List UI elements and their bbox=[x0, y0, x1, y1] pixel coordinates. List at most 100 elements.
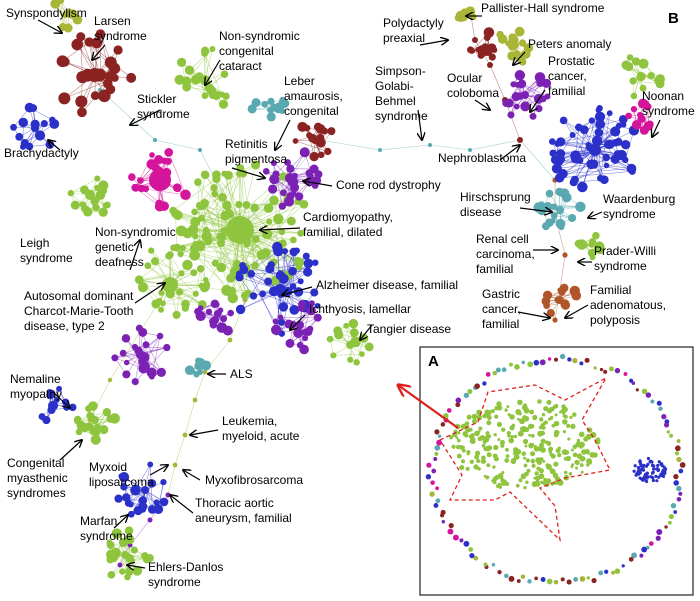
network-node bbox=[182, 432, 188, 438]
network-node bbox=[467, 46, 474, 54]
network-node bbox=[500, 443, 505, 448]
network-node bbox=[488, 53, 496, 61]
network-node bbox=[222, 92, 230, 100]
network-node bbox=[645, 392, 652, 398]
label-brachydactyly: Brachydactyly bbox=[4, 146, 79, 160]
network-edge bbox=[194, 371, 206, 401]
network-node bbox=[217, 232, 227, 242]
network-node bbox=[364, 342, 374, 352]
network-node bbox=[91, 37, 103, 49]
network-node bbox=[247, 270, 256, 278]
network-node bbox=[678, 491, 683, 496]
network-node bbox=[194, 240, 206, 252]
network-node bbox=[471, 413, 478, 420]
network-node bbox=[539, 417, 544, 422]
network-node bbox=[604, 569, 609, 574]
network-node bbox=[223, 170, 233, 180]
network-node bbox=[138, 496, 148, 505]
network-edge bbox=[489, 64, 506, 101]
network-node bbox=[511, 457, 516, 462]
network-node bbox=[591, 577, 597, 584]
network-node bbox=[266, 218, 273, 225]
network-node bbox=[279, 189, 287, 197]
network-node bbox=[594, 246, 601, 253]
network-node bbox=[277, 318, 286, 326]
network-node bbox=[563, 414, 568, 419]
network-node bbox=[88, 68, 102, 82]
label-arrow bbox=[59, 440, 82, 461]
network-edge bbox=[179, 291, 203, 305]
network-node bbox=[203, 280, 210, 287]
network-node bbox=[311, 259, 319, 266]
network-node bbox=[148, 373, 155, 380]
network-node bbox=[455, 397, 462, 404]
network-node bbox=[433, 503, 439, 508]
network-node bbox=[674, 451, 680, 456]
network-node bbox=[675, 445, 681, 452]
network-node bbox=[20, 143, 27, 150]
network-node bbox=[285, 338, 295, 348]
network-node bbox=[543, 302, 551, 309]
network-node bbox=[596, 437, 600, 442]
network-node bbox=[306, 305, 316, 316]
network-node bbox=[529, 409, 534, 415]
network-node bbox=[519, 418, 525, 425]
network-node bbox=[637, 112, 643, 118]
network-edge bbox=[100, 33, 111, 77]
label-arrow bbox=[418, 109, 422, 140]
network-node bbox=[150, 257, 160, 266]
network-node bbox=[175, 225, 187, 237]
network-node bbox=[462, 431, 468, 437]
network-node bbox=[568, 213, 577, 223]
network-node bbox=[131, 183, 140, 192]
network-node bbox=[629, 77, 637, 85]
network-node bbox=[565, 455, 572, 462]
network-node bbox=[292, 138, 299, 144]
network-node bbox=[228, 286, 237, 295]
network-node bbox=[201, 50, 208, 57]
network-node bbox=[580, 470, 584, 474]
network-node bbox=[239, 265, 249, 275]
network-node bbox=[227, 337, 233, 343]
label-arrow bbox=[113, 515, 128, 529]
network-node bbox=[539, 359, 546, 366]
network-edge bbox=[168, 152, 186, 195]
network-node bbox=[496, 401, 502, 407]
network-node bbox=[501, 427, 506, 432]
network-node bbox=[634, 473, 638, 477]
network-node bbox=[436, 439, 443, 446]
network-node bbox=[520, 101, 531, 112]
network-node bbox=[435, 498, 441, 504]
network-node bbox=[91, 416, 99, 424]
network-node bbox=[232, 259, 242, 269]
network-node bbox=[573, 577, 579, 582]
network-node bbox=[184, 365, 195, 375]
network-node bbox=[549, 149, 557, 157]
network-node bbox=[120, 482, 127, 490]
network-node bbox=[638, 459, 642, 464]
network-node bbox=[655, 479, 659, 483]
network-node bbox=[128, 173, 136, 181]
network-node bbox=[426, 462, 432, 468]
network-node bbox=[107, 551, 119, 563]
network-node bbox=[523, 456, 527, 460]
network-node bbox=[591, 136, 602, 146]
network-node bbox=[628, 556, 634, 562]
network-node bbox=[555, 187, 564, 196]
network-node bbox=[285, 173, 295, 183]
network-node bbox=[121, 551, 129, 559]
network-node bbox=[494, 414, 499, 419]
network-node bbox=[434, 451, 439, 456]
network-node bbox=[194, 178, 202, 186]
network-node bbox=[137, 184, 146, 193]
network-node bbox=[638, 476, 642, 480]
network-node bbox=[160, 479, 167, 486]
network-node bbox=[594, 128, 603, 137]
network-node bbox=[262, 168, 270, 175]
label-arrow bbox=[282, 286, 313, 295]
label-myxofibrosarcoma: Myxofibrosarcoma bbox=[205, 473, 303, 487]
